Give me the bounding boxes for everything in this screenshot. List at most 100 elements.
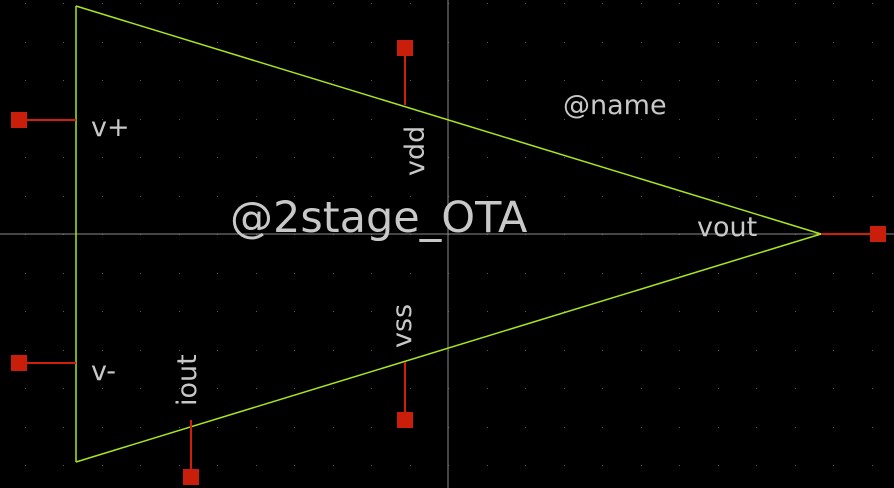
grid-dot [140,465,141,466]
grid-dot [179,350,180,351]
grid-dot [333,273,334,274]
grid-dot [525,465,526,466]
grid-dot [217,273,218,274]
grid-dot [795,157,796,158]
grid-dot [564,42,565,43]
pin-vminus[interactable] [11,355,76,371]
grid-dot [179,3,180,4]
grid-dot [602,119,603,120]
grid-dot [795,427,796,428]
grid-dot [679,80,680,81]
grid-dot [294,196,295,197]
grid-dot [872,157,873,158]
pin-vminus-terminal[interactable] [11,355,27,371]
grid-dot [294,350,295,351]
pin-vss-terminal[interactable] [397,412,413,428]
grid-dot [564,196,565,197]
pin-iout[interactable] [183,420,199,485]
grid-dot [718,119,719,120]
grid-dot [525,42,526,43]
pin-iout-terminal[interactable] [183,469,199,485]
grid-dot [140,119,141,120]
grid-dot [102,196,103,197]
grid-dot [102,273,103,274]
grid-dot [525,119,526,120]
grid-dot [333,157,334,158]
pin-label-vplus: v+ [91,112,130,143]
pin-vdd[interactable] [397,40,413,105]
grid-dot [795,465,796,466]
grid-dot [256,465,257,466]
grid-dot [564,80,565,81]
pin-label-vminus: v- [91,356,116,387]
grid-dot [333,119,334,120]
grid-dot [718,465,719,466]
pin-vdd-terminal[interactable] [397,40,413,56]
grid-dot [641,427,642,428]
grid-dot [679,119,680,120]
grid-dot [487,350,488,351]
opamp-symbol-body[interactable] [75,5,822,463]
grid-dot [63,388,64,389]
pin-vout[interactable] [821,226,886,242]
grid-dot [25,427,26,428]
grid-dot [333,388,334,389]
grid-dot [833,427,834,428]
grid-dot [756,3,757,4]
grid-dot [217,465,218,466]
grid-dot [487,465,488,466]
grid-dot [102,465,103,466]
grid-dot [179,80,180,81]
grid-dot [371,157,372,158]
grid-dot [718,388,719,389]
pin-vss[interactable] [397,362,413,428]
grid-dot [410,311,411,312]
grid-dot [487,273,488,274]
pin-vplus-terminal[interactable] [11,112,27,128]
grid-dot [140,388,141,389]
grid-dot [872,311,873,312]
grid-dot [333,80,334,81]
grid-dot [294,311,295,312]
grid-dot [602,427,603,428]
grid-dot [525,311,526,312]
grid-dot [102,42,103,43]
grid-dot [25,388,26,389]
grid-dot [641,42,642,43]
grid-dot [756,388,757,389]
grid-dot [564,350,565,351]
grid-dot [756,350,757,351]
grid-dot [487,3,488,4]
grid-dot [679,465,680,466]
grid-dot [641,157,642,158]
grid-dot [564,465,565,466]
grid-dot [256,196,257,197]
grid-dot [872,80,873,81]
grid-dot [179,119,180,120]
grid-dot [140,311,141,312]
grid-dot [602,273,603,274]
grid-dot [217,311,218,312]
pin-label-vss: vss [387,304,418,348]
grid-dot [102,427,103,428]
pin-vplus[interactable] [11,112,76,128]
grid-dot [410,80,411,81]
grid-dot [602,465,603,466]
grid-dot [872,427,873,428]
grid-dot [179,42,180,43]
grid-dot [25,465,26,466]
grid-dot [602,80,603,81]
grid-dot [602,350,603,351]
grid-dot [294,3,295,4]
grid-dot [63,350,64,351]
grid-dot [718,273,719,274]
grid-dot [833,119,834,120]
pin-vout-terminal[interactable] [870,226,886,242]
grid-dot [833,80,834,81]
grid-dot [602,157,603,158]
grid-dot [602,388,603,389]
grid-dot [371,350,372,351]
grid-dot [564,388,565,389]
